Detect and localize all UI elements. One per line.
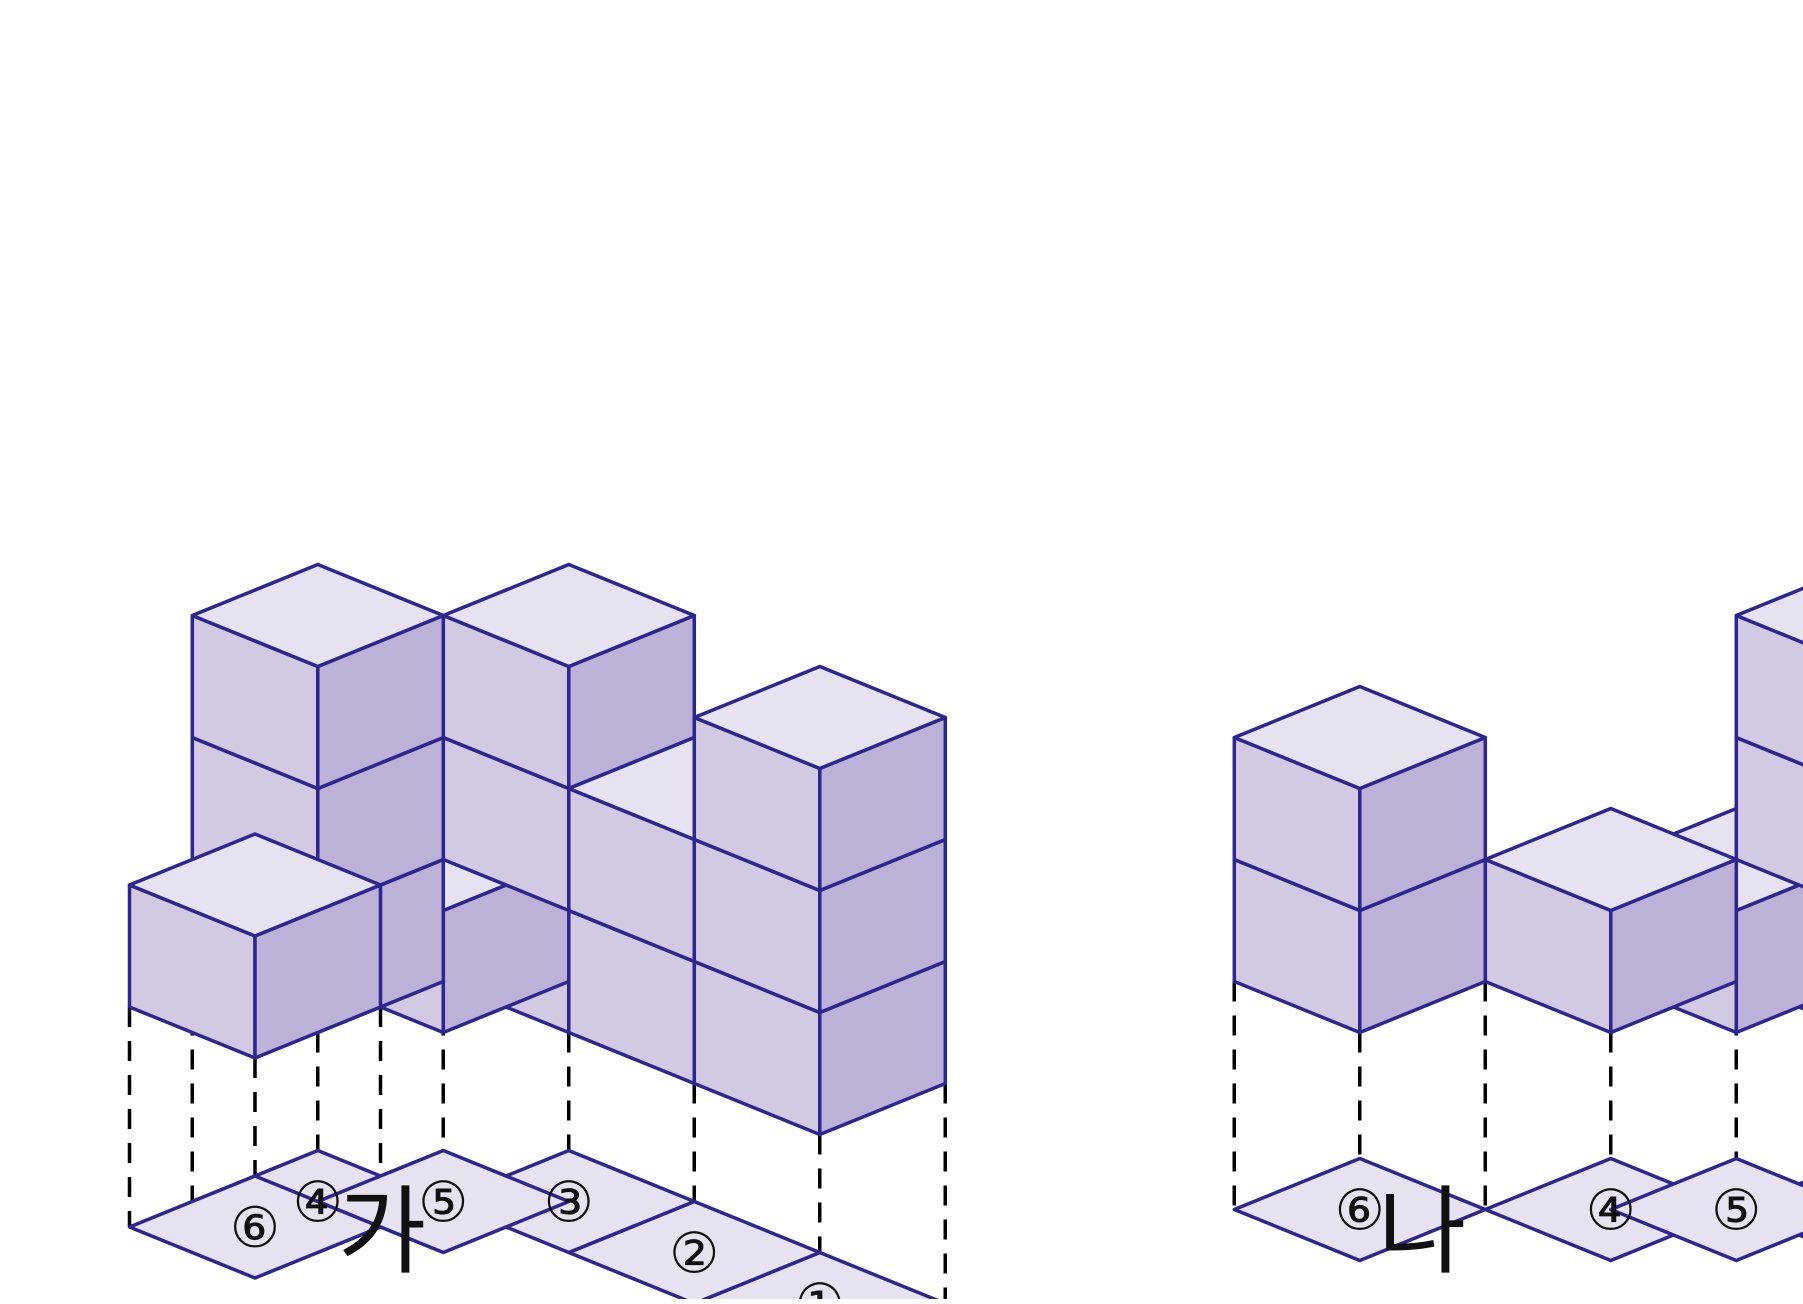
cube-left-face xyxy=(1734,613,1803,767)
cube-top-face xyxy=(441,562,697,669)
column-number-label: ⑥ xyxy=(1335,1179,1385,1244)
column-number-label: ③ xyxy=(544,1171,594,1236)
cube-stack-ga xyxy=(127,562,948,1304)
cube xyxy=(441,562,697,791)
figure-caption-ga: 가 xyxy=(338,1176,426,1288)
column-number-label: ⑥ xyxy=(230,1196,280,1261)
base-tile xyxy=(1232,1156,1488,1263)
base-tile xyxy=(127,1174,383,1280)
cube xyxy=(692,664,948,893)
base-tile xyxy=(1609,1156,1803,1263)
base-plan-ga: ① ② ③ ④ ⑤ ⑥ xyxy=(127,1148,948,1304)
cube-stack-na xyxy=(1232,586,1803,1261)
cube-left-face xyxy=(1734,735,1803,889)
column-number-label: ② xyxy=(669,1222,719,1287)
base-plan-na: ①②③④⑤⑥ xyxy=(1232,1156,1803,1263)
figure-caption-na: 나 xyxy=(1378,1176,1466,1288)
cube xyxy=(1734,586,1803,767)
cube xyxy=(190,562,446,791)
cube xyxy=(127,832,383,1060)
cube-top-face xyxy=(1734,586,1803,645)
cube-top-face xyxy=(127,832,383,938)
column-number-label: ① xyxy=(795,1273,845,1300)
cube-top-face xyxy=(190,562,446,669)
column-number-label: ⑤ xyxy=(1711,1179,1761,1244)
column-number-label: ⑤ xyxy=(418,1171,468,1236)
cube-top-face xyxy=(692,664,948,771)
cube-top-face xyxy=(1232,684,1488,791)
column-number-label: ④ xyxy=(293,1171,343,1236)
column-number-label: ④ xyxy=(1586,1179,1636,1244)
cube xyxy=(1232,684,1488,913)
